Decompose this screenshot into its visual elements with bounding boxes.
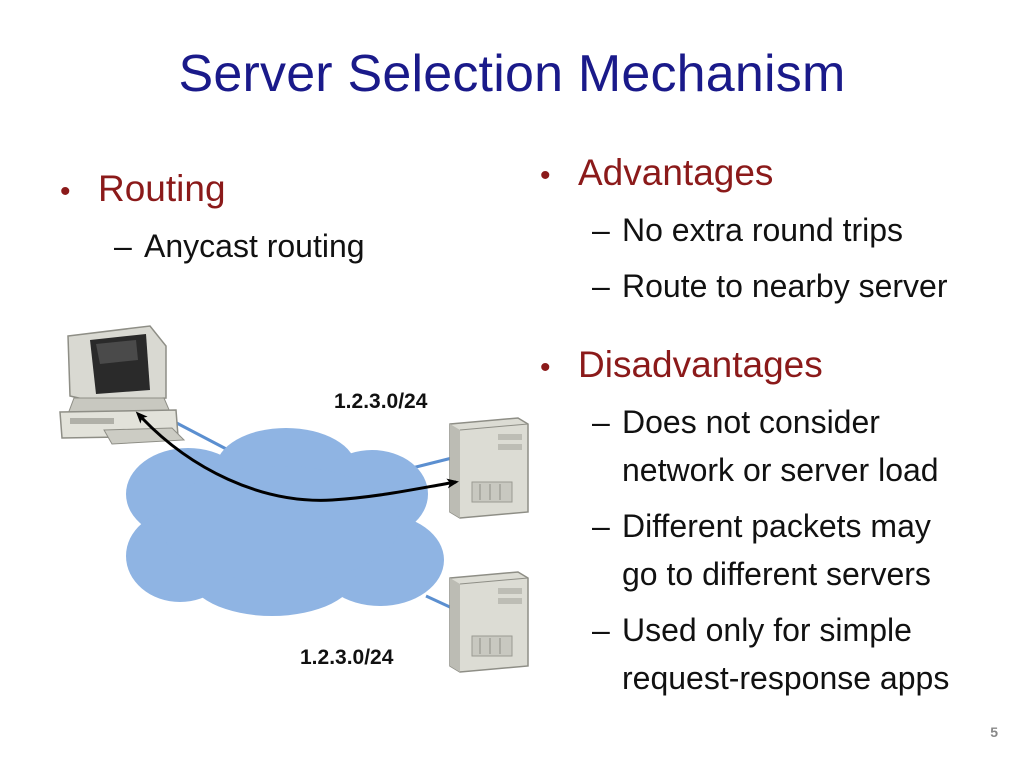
dash: – [592,508,610,544]
server-icon-bottom [449,571,529,673]
bullet-routing: • Routing [60,168,226,210]
disadvantage-text: Used only for simple [622,612,912,648]
dash: – [592,212,610,248]
disadvantage-text-cont: request-response apps [622,660,950,696]
dash: – [592,612,610,648]
slide-title: Server Selection Mechanism [178,45,846,103]
dash: – [114,228,132,264]
network-cloud [126,428,444,616]
disadvantage-item: – Does not consider [592,404,880,441]
bullet-dot: • [540,351,551,384]
address-label-top: 1.2.3.0/24 [334,390,428,413]
advantage-item: – No extra round trips [592,212,903,249]
disadvantages-heading: Disadvantages [578,344,823,385]
dash: – [592,268,610,304]
routing-heading: Routing [98,168,226,209]
advantage-item: – Route to nearby server [592,268,948,305]
client-computer-icon [59,325,186,445]
bullet-dot: • [60,175,71,208]
address-label-bottom: 1.2.3.0/24 [300,646,394,669]
anycast-path-arrow [135,411,459,502]
advantage-text: No extra round trips [622,212,904,248]
disadvantage-item: – Different packets may [592,508,931,545]
advantages-heading: Advantages [578,152,774,193]
bullet-advantages: • Advantages [540,152,773,194]
bullet-dot: • [540,159,551,192]
server-icon-top [449,417,529,519]
sub-anycast: – Anycast routing [114,228,365,265]
dash: – [592,404,610,440]
disadvantage-item: – Used only for simple [592,612,912,649]
disadvantage-text: Does not consider [622,404,880,440]
advantage-text: Route to nearby server [622,268,948,304]
page-number: 5 [990,724,998,740]
anycast-text: Anycast routing [144,228,365,264]
disadvantage-text-cont: go to different servers [622,556,931,592]
link-server-bottom [425,594,453,610]
disadvantage-text-cont: network or server load [622,452,939,488]
disadvantage-text: Different packets may [622,508,931,544]
bullet-disadvantages: • Disadvantages [540,344,823,386]
